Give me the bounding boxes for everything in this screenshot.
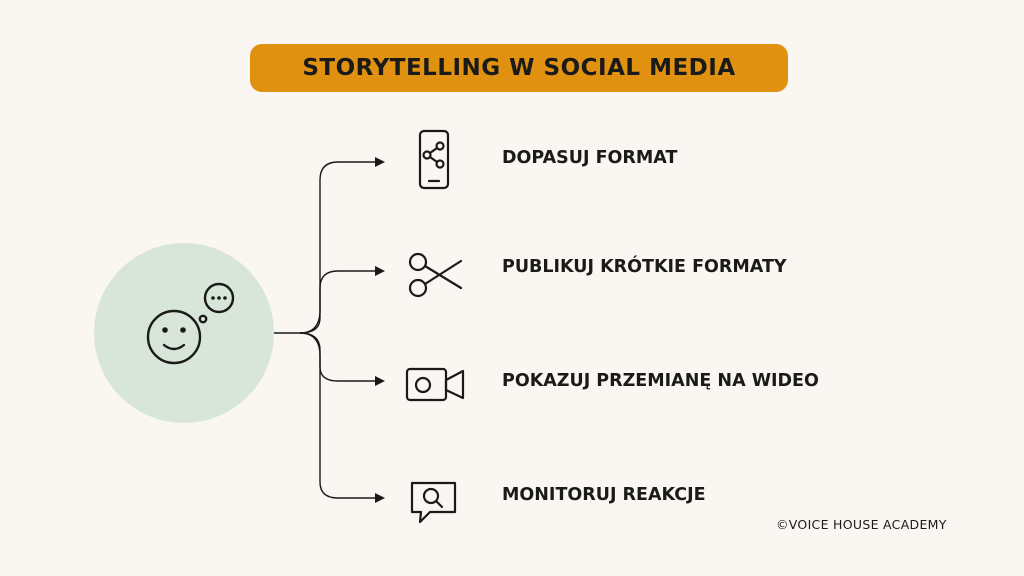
footer-copyright: ©VOICE HOUSE ACADEMY (776, 517, 947, 532)
connector-lines (274, 157, 385, 503)
arrow-to-item-2 (299, 266, 385, 334)
video-camera-icon (405, 367, 465, 402)
smiley-thought-bubble-icon (146, 282, 235, 365)
arrow-to-item-1 (274, 157, 385, 334)
item-label-pokazuj-przemiane: POKAZUJ PRZEMIANĘ NA WIDEO (502, 371, 819, 391)
scissors-icon (408, 252, 463, 298)
phone-share-icon (418, 129, 450, 190)
arrow-to-item-4 (299, 332, 385, 503)
arrow-to-item-3 (299, 332, 385, 386)
item-label-dopasuj-format: DOPASUJ FORMAT (502, 148, 678, 168)
item-label-monitoruj-reakcje: MONITORUJ REAKCJE (502, 485, 706, 505)
page-title: STORYTELLING W SOCIAL MEDIA (302, 55, 736, 81)
center-circle (94, 243, 274, 423)
title-banner: STORYTELLING W SOCIAL MEDIA (250, 44, 788, 92)
search-speech-bubble-icon (410, 481, 457, 524)
item-label-publikuj-krotkie-formaty: PUBLIKUJ KRÓTKIE FORMATY (502, 257, 787, 277)
